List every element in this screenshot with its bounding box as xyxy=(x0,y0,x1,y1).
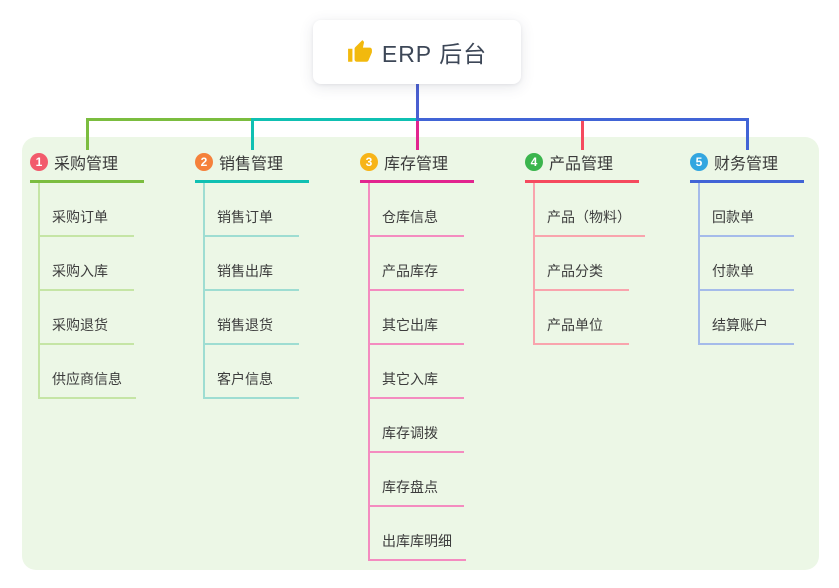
child-node[interactable]: 付款单 xyxy=(698,261,794,291)
branch-topic-label: 采购管理 xyxy=(54,156,119,173)
branch-topic[interactable]: 3 库存管理 xyxy=(360,146,474,183)
branch-connector-drop xyxy=(86,118,89,150)
child-node-row: 产品分类 xyxy=(533,237,675,291)
children-trunk-line xyxy=(38,183,40,399)
child-node[interactable]: 回款单 xyxy=(698,207,794,237)
branch-connector-drop xyxy=(746,118,749,150)
child-node-row: 销售退货 xyxy=(203,291,345,345)
child-node[interactable]: 产品分类 xyxy=(533,261,629,291)
child-node-row: 产品库存 xyxy=(368,237,510,291)
child-node-row: 库存调拨 xyxy=(368,399,510,453)
child-node[interactable]: 库存盘点 xyxy=(368,477,464,507)
child-node[interactable]: 供应商信息 xyxy=(38,369,136,399)
child-node-row: 采购退货 xyxy=(38,291,180,345)
child-node-row: 供应商信息 xyxy=(38,345,180,399)
children-trunk-line xyxy=(368,183,370,561)
branch-topic-label: 产品管理 xyxy=(549,156,614,173)
child-node[interactable]: 其它入库 xyxy=(368,369,464,399)
branch-topic[interactable]: 2 销售管理 xyxy=(195,146,309,183)
branch-2: 2 销售管理销售订单销售出库销售退货客户信息 xyxy=(195,146,345,399)
root-node-erp[interactable]: ERP 后台 xyxy=(313,20,521,84)
child-node[interactable]: 其它出库 xyxy=(368,315,464,345)
branch-topic[interactable]: 1 采购管理 xyxy=(30,146,144,183)
thumbs-up-icon xyxy=(347,40,372,62)
child-node-row: 出库库明细 xyxy=(368,507,510,561)
child-node[interactable]: 产品单位 xyxy=(533,315,629,345)
children-trunk-line xyxy=(533,183,535,345)
branch-children: 产品（物料） 产品分类产品单位 xyxy=(533,183,675,345)
branch-topic-label: 库存管理 xyxy=(384,156,449,173)
children-trunk-line xyxy=(698,183,700,345)
branch-topic[interactable]: 4 产品管理 xyxy=(525,146,639,183)
branch-children: 采购订单采购入库采购退货供应商信息 xyxy=(38,183,180,399)
child-node-row: 客户信息 xyxy=(203,345,345,399)
branch-number-badge: 2 xyxy=(195,153,213,171)
child-node[interactable]: 采购退货 xyxy=(38,315,134,345)
branch-connector-drop xyxy=(416,118,419,150)
child-node[interactable]: 库存调拨 xyxy=(368,423,464,453)
children-trunk-line xyxy=(203,183,205,399)
child-node-row: 付款单 xyxy=(698,237,839,291)
branch-4: 4 产品管理产品（物料） 产品分类产品单位 xyxy=(525,146,675,345)
branch-children: 回款单付款单结算账户 xyxy=(698,183,839,345)
child-node-row: 产品（物料） xyxy=(533,183,675,237)
child-node[interactable]: 产品（物料） xyxy=(533,207,645,237)
root-node-label: ERP 后台 xyxy=(381,41,488,67)
branch-connector-drop xyxy=(251,118,254,150)
child-node-row: 回款单 xyxy=(698,183,839,237)
child-node-row: 采购订单 xyxy=(38,183,180,237)
child-node-row: 销售订单 xyxy=(203,183,345,237)
branch-1: 1 采购管理采购订单采购入库采购退货供应商信息 xyxy=(30,146,180,399)
child-node[interactable]: 出库库明细 xyxy=(368,531,466,561)
branch-connector-horizontal xyxy=(416,118,749,121)
branch-number-badge: 4 xyxy=(525,153,543,171)
child-node-row: 销售出库 xyxy=(203,237,345,291)
root-connector-line xyxy=(416,84,419,121)
child-node-row: 采购入库 xyxy=(38,237,180,291)
child-node[interactable]: 客户信息 xyxy=(203,369,299,399)
child-node[interactable]: 产品库存 xyxy=(368,261,464,291)
branch-5: 5 财务管理回款单付款单结算账户 xyxy=(690,146,839,345)
child-node[interactable]: 销售订单 xyxy=(203,207,299,237)
branch-children: 销售订单销售出库销售退货客户信息 xyxy=(203,183,345,399)
child-node[interactable]: 仓库信息 xyxy=(368,207,464,237)
child-node-row: 其它入库 xyxy=(368,345,510,399)
child-node[interactable]: 销售退货 xyxy=(203,315,299,345)
branch-3: 3 库存管理仓库信息产品库存其它出库其它入库库存调拨库存盘点出库库明细 xyxy=(360,146,510,561)
child-node[interactable]: 采购订单 xyxy=(38,207,134,237)
child-node-row: 其它出库 xyxy=(368,291,510,345)
child-node[interactable]: 结算账户 xyxy=(698,315,794,345)
branches-panel xyxy=(22,137,819,570)
child-node-row: 产品单位 xyxy=(533,291,675,345)
branch-connector-drop xyxy=(581,118,584,150)
branch-topic-label: 财务管理 xyxy=(714,156,779,173)
branch-connector-horizontal xyxy=(251,118,419,121)
child-node[interactable]: 销售出库 xyxy=(203,261,299,291)
child-node-row: 仓库信息 xyxy=(368,183,510,237)
branch-topic-label: 销售管理 xyxy=(219,156,284,173)
branch-number-badge: 3 xyxy=(360,153,378,171)
branch-topic[interactable]: 5 财务管理 xyxy=(690,146,804,183)
branch-number-badge: 1 xyxy=(30,153,48,171)
child-node-row: 结算账户 xyxy=(698,291,839,345)
branch-number-badge: 5 xyxy=(690,153,708,171)
branch-children: 仓库信息产品库存其它出库其它入库库存调拨库存盘点出库库明细 xyxy=(368,183,510,561)
child-node-row: 库存盘点 xyxy=(368,453,510,507)
child-node[interactable]: 采购入库 xyxy=(38,261,134,291)
